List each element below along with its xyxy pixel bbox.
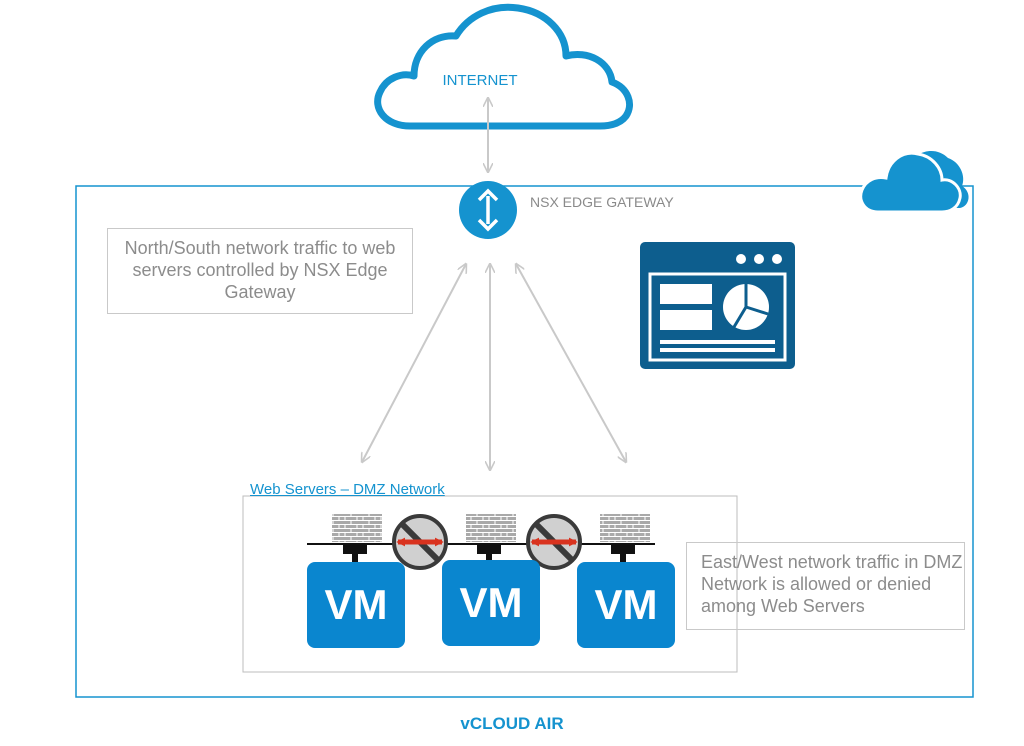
firewall-icon [332,514,382,542]
vm-web-server-2: VM [442,560,540,646]
dashboard-icon [640,242,795,369]
firewall-icon [600,514,650,542]
no-entry-icon [392,514,448,570]
north-south-arrows [362,264,626,470]
vm-web-server-3: VM [577,562,675,648]
vcloud-cloud-icon [859,151,969,214]
dmz-network-label: Web Servers – DMZ Network [250,481,445,498]
no-entry-icon [526,514,582,570]
dmz-network-box [242,495,738,673]
north-south-note: North/South network traffic to web serve… [107,228,413,314]
firewall-icon [466,514,516,542]
vm-connectors [343,544,635,564]
nsx-edge-gateway-icon [459,181,517,239]
internet-cloud-icon [374,3,633,130]
gateway-label: NSX EDGE GATEWAY [530,194,674,210]
vcloud-air-boundary [75,185,974,698]
vm-web-server-1: VM [307,562,405,648]
east-west-note: East/West network traffic in DMZ Network… [686,542,965,630]
vcloud-air-label: vCLOUD AIR [460,714,564,733]
internet-label: INTERNET [442,72,518,89]
